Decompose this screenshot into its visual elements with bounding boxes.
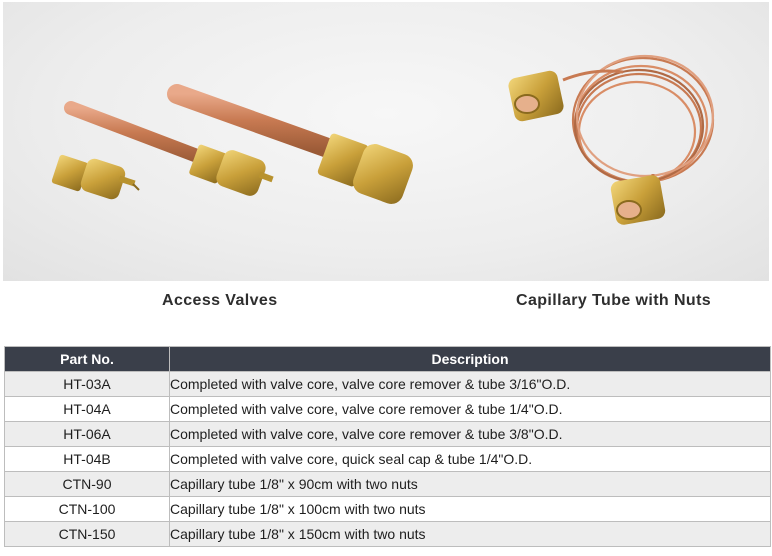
cell-description: Completed with valve core, valve core re… [169,371,771,397]
cell-description: Completed with valve core, valve core re… [169,396,771,422]
access-valve-small [51,154,140,200]
cell-part-no: CTN-90 [4,471,170,497]
access-valve-medium [64,101,274,196]
cell-description: Capillary tube 1/8" x 90cm with two nuts [169,471,771,497]
flare-nut-bottom [610,175,666,225]
cell-part-no: HT-06A [4,421,170,447]
parts-table: Part No. Description HT-03A Completed wi… [4,346,771,547]
cell-part-no: CTN-100 [4,496,170,522]
product-photo [3,2,769,281]
capillary-tube-coil [562,54,715,194]
table-row: HT-04B Completed with valve core, quick … [4,446,771,472]
caption-access-valves: Access Valves [162,292,278,309]
flare-nut-top [508,70,564,122]
table-row: HT-04A Completed with valve core, valve … [4,396,771,422]
table-row: CTN-90 Capillary tube 1/8" x 90cm with t… [4,471,771,497]
header-part-no: Part No. [4,346,170,372]
cell-part-no: HT-03A [4,371,170,397]
caption-capillary-tube: Capillary Tube with Nuts [516,292,712,309]
table-row: CTN-150 Capillary tube 1/8" x 150cm with… [4,521,771,547]
cell-part-no: HT-04B [4,446,170,472]
table-row: HT-06A Completed with valve core, valve … [4,421,771,447]
cell-description: Capillary tube 1/8" x 150cm with two nut… [169,521,771,547]
table-row: CTN-100 Capillary tube 1/8" x 100cm with… [4,496,771,522]
table-header-row: Part No. Description [4,346,771,372]
cell-description: Completed with valve core, quick seal ca… [169,446,771,472]
cell-part-no: CTN-150 [4,521,170,547]
cell-part-no: HT-04A [4,396,170,422]
cell-description: Completed with valve core, valve core re… [169,421,771,447]
cell-description: Capillary tube 1/8" x 100cm with two nut… [169,496,771,522]
product-illustration [51,54,715,225]
access-valve-large [167,84,413,204]
table-row: HT-03A Completed with valve core, valve … [4,371,771,397]
header-description: Description [169,346,771,372]
